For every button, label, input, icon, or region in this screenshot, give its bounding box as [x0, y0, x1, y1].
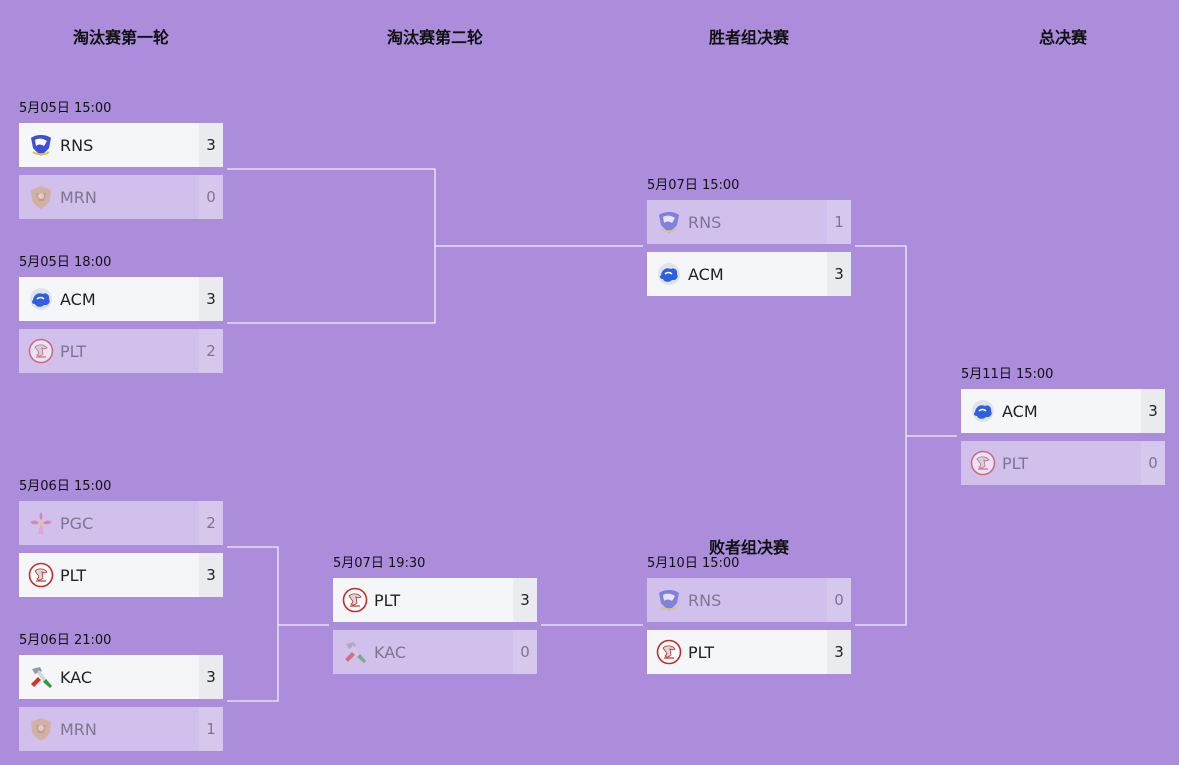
match-time: 5月11日 15:00: [961, 367, 1054, 382]
team-name: KAC: [60, 667, 93, 687]
acm-logo-icon: [656, 261, 682, 287]
team-name: PLT: [688, 642, 715, 662]
team-name: MRN: [60, 719, 97, 739]
match-time: 5月05日 15:00: [19, 101, 112, 116]
team-score: 3: [199, 655, 223, 699]
team-row-acm[interactable]: ACM 3: [647, 252, 851, 296]
plt-logo-icon: [28, 562, 54, 588]
team-name: PLT: [1002, 453, 1029, 473]
team-row-plt[interactable]: PLT 3: [19, 553, 223, 597]
rns-logo-icon: [656, 209, 682, 235]
kac-logo-icon: [28, 664, 54, 690]
team-score: 3: [513, 578, 537, 622]
team-score: 0: [1141, 441, 1165, 485]
team-row-plt[interactable]: PLT 3: [647, 630, 851, 674]
team-name: RNS: [688, 590, 722, 610]
team-row-plt[interactable]: PLT 3: [333, 578, 537, 622]
acm-logo-icon: [28, 286, 54, 312]
plt-logo-icon: [342, 587, 368, 613]
match-time: 5月07日 15:00: [647, 178, 740, 193]
header-round2: 淘汰赛第二轮: [386, 28, 483, 47]
team-row-acm[interactable]: ACM 3: [961, 389, 1165, 433]
kac-logo-icon: [342, 639, 368, 665]
team-name: ACM: [688, 264, 724, 284]
team-row-mrn[interactable]: MRN 1: [19, 707, 223, 751]
match-time: 5月05日 18:00: [19, 255, 112, 270]
team-name: RNS: [688, 212, 722, 232]
team-name: PGC: [60, 513, 94, 533]
match-time: 5月07日 19:30: [333, 556, 426, 571]
team-name: KAC: [374, 642, 407, 662]
team-name: RNS: [60, 135, 94, 155]
team-score: 0: [199, 175, 223, 219]
header-losers-final: 败者组决赛: [708, 538, 789, 557]
team-score: 3: [827, 252, 851, 296]
team-row-kac[interactable]: KAC 3: [19, 655, 223, 699]
team-row-rns[interactable]: RNS 0: [647, 578, 851, 622]
plt-logo-icon: [970, 450, 996, 476]
rns-logo-icon: [28, 132, 54, 158]
team-row-rns[interactable]: RNS 3: [19, 123, 223, 167]
team-row-rns[interactable]: RNS 1: [647, 200, 851, 244]
header-winners-final: 胜者组决赛: [708, 28, 789, 47]
team-score: 3: [199, 277, 223, 321]
acm-logo-icon: [970, 398, 996, 424]
team-score: 1: [199, 707, 223, 751]
team-row-pgc[interactable]: PGC 2: [19, 501, 223, 545]
header-round1: 淘汰赛第一轮: [72, 28, 169, 47]
team-row-plt[interactable]: PLT 2: [19, 329, 223, 373]
connector-m3-m4-to-m5: [227, 546, 329, 702]
match-time: 5月06日 15:00: [19, 479, 112, 494]
team-score: 2: [199, 329, 223, 373]
team-score: 3: [1141, 389, 1165, 433]
plt-logo-icon: [656, 639, 682, 665]
team-row-kac[interactable]: KAC 0: [333, 630, 537, 674]
team-row-plt[interactable]: PLT 0: [961, 441, 1165, 485]
team-score: 3: [199, 553, 223, 597]
team-score: 0: [827, 578, 851, 622]
plt-logo-icon: [28, 338, 54, 364]
team-row-mrn[interactable]: MRN 0: [19, 175, 223, 219]
team-row-acm[interactable]: ACM 3: [19, 277, 223, 321]
pgc-logo-icon: [28, 510, 54, 536]
match-time: 5月06日 21:00: [19, 633, 112, 648]
header-grand-final: 总决赛: [1038, 28, 1087, 47]
mrn-logo-icon: [28, 716, 54, 742]
match-time: 5月10日 15:00: [647, 556, 740, 571]
connector-m1-m2-to-m6: [227, 168, 643, 324]
mrn-logo-icon: [28, 184, 54, 210]
team-name: ACM: [1002, 401, 1038, 421]
team-name: PLT: [374, 590, 401, 610]
connector-m6-m7-to-m8: [855, 245, 957, 626]
team-name: PLT: [60, 565, 87, 585]
team-name: ACM: [60, 289, 96, 309]
team-name: PLT: [60, 341, 87, 361]
rns-logo-icon: [656, 587, 682, 613]
team-score: 1: [827, 200, 851, 244]
team-score: 2: [199, 501, 223, 545]
team-score: 3: [199, 123, 223, 167]
team-score: 3: [827, 630, 851, 674]
team-score: 0: [513, 630, 537, 674]
team-name: MRN: [60, 187, 97, 207]
